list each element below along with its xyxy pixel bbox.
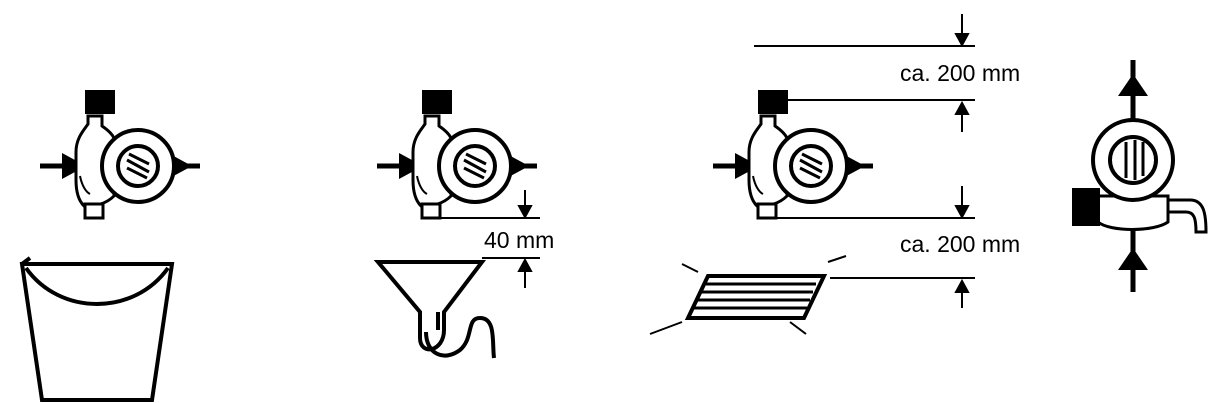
bucket-icon	[19, 256, 175, 402]
valve-3	[713, 90, 873, 218]
dimension-label-40mm: 40 mm	[484, 227, 555, 253]
dimension-40mm	[436, 190, 540, 288]
dimension-label-top: ca. 200 mm	[900, 60, 1021, 86]
dimension-200mm	[754, 14, 975, 308]
floor-drain-icon	[649, 255, 847, 335]
valve-2	[377, 90, 537, 218]
funnel-siphon-icon	[373, 260, 496, 359]
dimension-label-bottom: ca. 200 mm	[900, 231, 1021, 257]
valve-4-vertical	[1072, 60, 1208, 292]
valve-1	[40, 90, 200, 218]
